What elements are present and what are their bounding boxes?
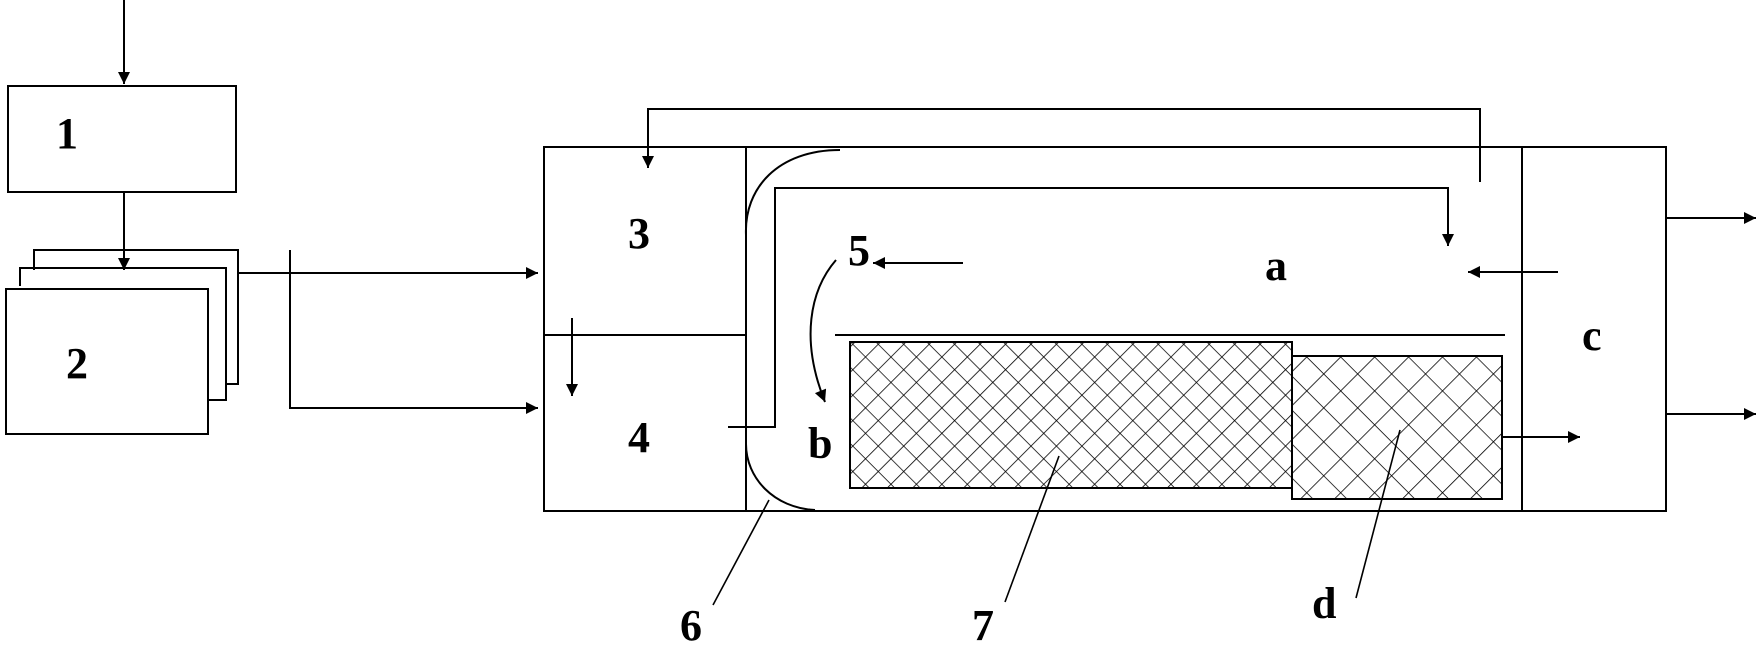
leader-d [1355,429,1401,599]
label-3: 3 [628,209,650,258]
label-5: 5 [848,226,870,275]
label-7: 7 [972,601,994,648]
box-1 [7,85,237,193]
leader-7 [1004,455,1060,603]
main-vessel [543,146,1667,512]
label-d: d [1312,579,1336,628]
arrow-curve-b [809,259,837,403]
inner-circulation-line [728,187,1454,428]
baffle-upper [744,149,841,236]
mesh-7 [849,341,1293,489]
feed-line-to-4 [289,250,538,414]
label-1: 1 [56,109,78,158]
label-6: 6 [680,601,702,648]
box-2-back [33,249,239,385]
label-b: b [808,419,832,468]
baffle-lower [745,443,816,511]
box-2-middle [19,267,227,401]
label-a: a [1265,241,1287,290]
box-2-front [5,288,209,435]
leader-6 [712,499,770,606]
mesh-d [1291,355,1503,500]
label-2: 2 [66,339,88,388]
label-c: c [1582,311,1602,360]
recirculation-line [642,108,1481,182]
label-4: 4 [628,413,650,462]
